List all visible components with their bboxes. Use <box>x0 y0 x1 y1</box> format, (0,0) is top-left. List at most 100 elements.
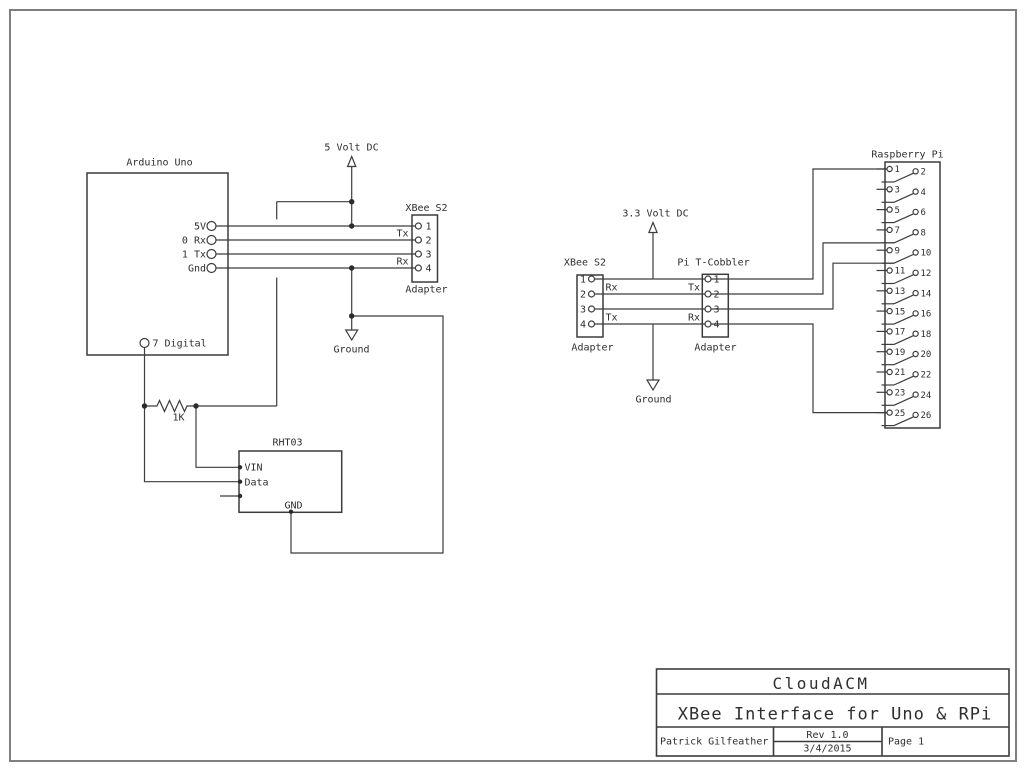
rpi-pin-row: 11 12 <box>876 267 932 285</box>
svg-text:23: 23 <box>895 389 906 399</box>
xbee-left-pin2 <box>414 236 422 244</box>
arduino-pin-label: 1 Tx <box>182 250 206 261</box>
svg-text:14: 14 <box>921 289 932 299</box>
junction-dot <box>141 403 148 409</box>
pin-dot <box>237 479 243 484</box>
xbee-left-pin-number: 1 <box>425 222 431 233</box>
arduino-pin-5v <box>206 220 217 232</box>
page-border <box>9 9 1017 762</box>
rpi-box <box>884 161 941 429</box>
svg-text:5: 5 <box>895 206 900 216</box>
xbee-left-pin-number: 4 <box>425 264 431 275</box>
arduino-pin-label: 7 Digital <box>153 339 207 350</box>
xbee-left-pin1 <box>414 222 422 230</box>
svg-text:15: 15 <box>895 307 906 317</box>
pin-dot <box>237 493 243 499</box>
wire-row3-rxd <box>594 262 894 310</box>
svg-text:7: 7 <box>895 226 900 236</box>
svg-text:16: 16 <box>921 310 932 320</box>
xbee-right-pin-number: 2 <box>580 290 586 301</box>
arduino-pin-label: 0 Rx <box>182 236 206 247</box>
sheet-title: XBee Interface for Uno & RPi <box>678 705 993 725</box>
xbee-left-pin4 <box>414 264 422 272</box>
svg-text:11: 11 <box>895 267 906 277</box>
page-number: Page 1 <box>888 737 924 748</box>
xbee-right-rx-label: Rx <box>606 283 618 294</box>
svg-text:6: 6 <box>921 208 926 218</box>
xbee-left-caption: Adapter <box>405 285 447 296</box>
arduino-box <box>86 172 229 356</box>
xbee-right-pin-number: 4 <box>580 320 586 331</box>
title-block: CloudACM XBee Interface for Uno & RPi Pa… <box>655 668 1010 757</box>
rpi-pin-row: 23 24 <box>876 389 932 406</box>
svg-text:12: 12 <box>921 269 932 279</box>
supply-arrow-icon <box>648 220 658 234</box>
xbee-right-pin3 <box>587 305 596 313</box>
rht03-pin-gnd: GND <box>285 501 303 512</box>
cobbler-caption: Adapter <box>694 343 736 354</box>
xbee-right-tx-label: Tx <box>606 313 618 324</box>
xbee-left-title: XBee S2 <box>405 203 447 214</box>
xbee-left-box <box>411 214 439 283</box>
svg-text:17: 17 <box>895 328 906 338</box>
svg-text:18: 18 <box>921 330 932 340</box>
ground-symbol-icon <box>344 329 359 342</box>
xbee-left-pin-number: 2 <box>425 236 431 247</box>
resistor-label: 1K <box>172 413 184 424</box>
rpi-pin-row: 13 14 <box>876 287 932 305</box>
cobbler-box <box>701 273 730 338</box>
left-schematic: Arduino Uno 5 Volt DC Ground 1K <box>86 143 448 554</box>
ground-label: Ground <box>333 345 369 356</box>
junction-dot <box>193 403 199 409</box>
supply-arrow-icon <box>346 154 357 168</box>
supply-5v-label: 5 Volt DC <box>324 143 378 154</box>
cobbler-pin-number: 4 <box>714 320 720 331</box>
cobbler-rx-label: Rx <box>688 313 700 324</box>
arduino-pin-digital7 <box>139 337 150 349</box>
right-schematic: 3.3 Volt DC Ground XBee S2 Adapter 1 2 3… <box>564 150 944 429</box>
wire-data <box>143 406 240 483</box>
svg-text:2: 2 <box>921 168 926 178</box>
svg-text:8: 8 <box>921 228 926 238</box>
arduino-pin-label: Gnd <box>188 264 206 275</box>
arduino-title: Arduino Uno <box>126 158 192 169</box>
rht03-pin-data: Data <box>245 478 269 489</box>
wire-row4-gnd <box>594 323 887 414</box>
svg-text:19: 19 <box>895 348 906 358</box>
cobbler-tx-label: Tx <box>688 283 700 294</box>
cobbler-title: Pi T-Cobbler <box>677 258 749 269</box>
xbee-right-pin-number: 3 <box>580 305 586 316</box>
cobbler-pin-number: 1 <box>714 275 720 286</box>
svg-text:20: 20 <box>921 350 932 360</box>
xbee-right-box <box>576 274 604 338</box>
svg-text:21: 21 <box>895 368 906 378</box>
rht03-pin-vin: VIN <box>245 463 263 474</box>
xbee-right-pin-number: 1 <box>580 275 586 286</box>
svg-text:4: 4 <box>921 188 926 198</box>
revision: Rev 1.0 <box>806 730 848 741</box>
xbee-right-pin2 <box>587 290 596 298</box>
xbee-left-rx-label: Rx <box>396 257 408 268</box>
svg-text:24: 24 <box>921 391 932 401</box>
rpi-title: Raspberry Pi <box>871 150 943 161</box>
cobbler-pin-number: 2 <box>714 290 720 301</box>
xbee-right-title: XBee S2 <box>564 258 606 269</box>
svg-text:9: 9 <box>895 246 900 256</box>
xbee-left-pin-number: 3 <box>425 250 431 261</box>
ground-symbol-icon <box>645 379 661 392</box>
cobbler-pin2 <box>704 290 712 298</box>
wire-gnd-branch <box>290 315 444 554</box>
cobbler-pin3 <box>704 305 712 313</box>
resistor-1k <box>144 399 277 413</box>
svg-text:13: 13 <box>895 287 906 297</box>
pin-dot <box>288 509 294 514</box>
company-name: CloudACM <box>772 674 869 693</box>
